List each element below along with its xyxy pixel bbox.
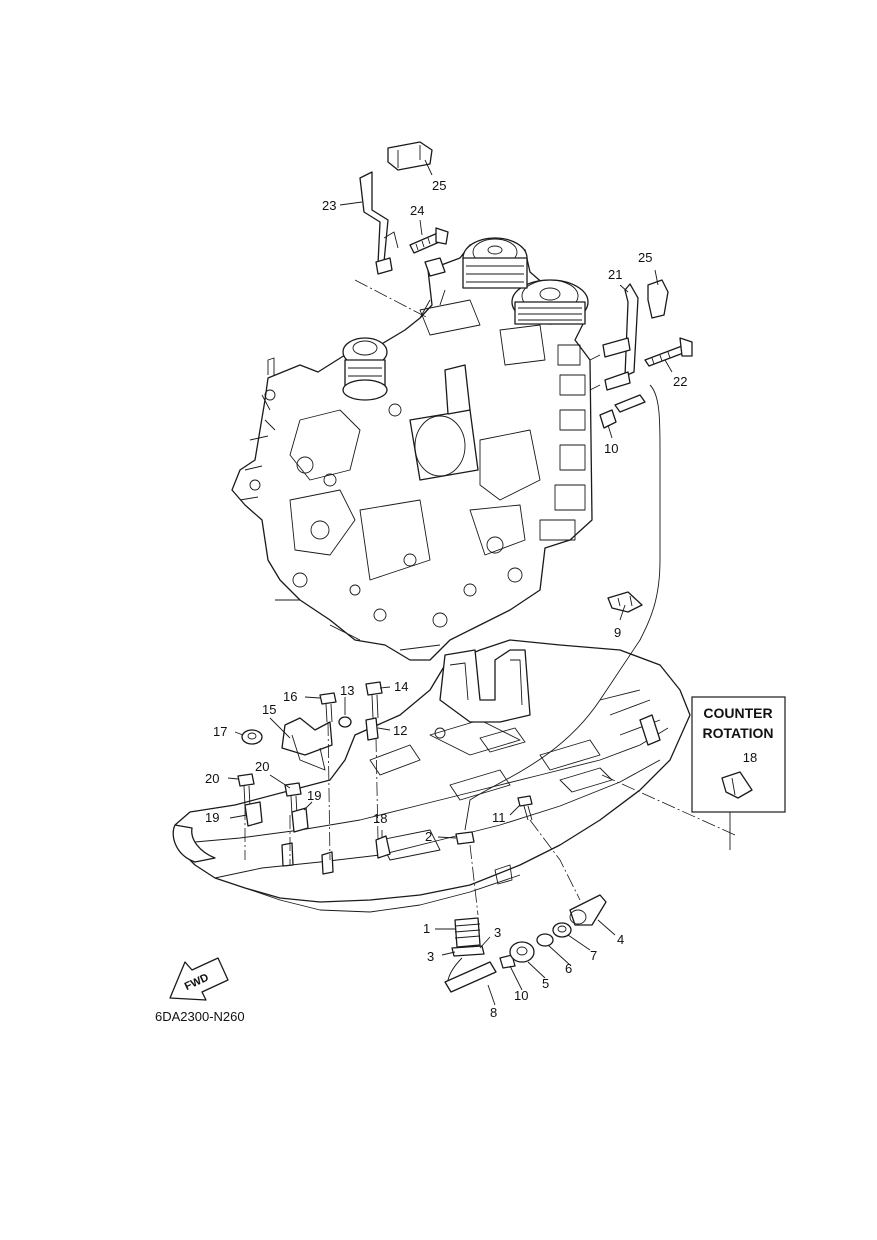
engine-block [231, 237, 593, 661]
dash-cover [529, 819, 581, 901]
callout-8: 8 [490, 1005, 497, 1020]
fwd-arrow-icon [169, 957, 229, 1001]
counter-rotation-inset: COUNTER ROTATION 18 [691, 696, 786, 813]
callout-5: 5 [542, 976, 549, 991]
inset-callout-18: 18 [743, 750, 757, 765]
callout-18: 18 [373, 811, 387, 826]
part-19-clip-b [291, 807, 309, 833]
dash-inset [601, 774, 736, 836]
part-16-bolt [319, 692, 337, 723]
callout-19-b: 19 [307, 788, 321, 803]
part-7-seal [552, 922, 572, 938]
part-2-plug [455, 831, 475, 845]
part-9-clip [607, 591, 643, 613]
part-14-bolt [365, 681, 383, 719]
part-21-bracket [602, 283, 639, 391]
callout-1: 1 [423, 921, 430, 936]
callout-22: 22 [673, 374, 687, 389]
part-15-holder [281, 717, 333, 771]
part-10-clip-upper [599, 409, 617, 429]
part-25-cap-top [387, 141, 433, 171]
fwd-arrow: FWD [169, 957, 229, 1001]
part-20-bolt-b [284, 782, 302, 816]
dash-clip-12 [375, 737, 379, 841]
dash-bracket-21 [589, 354, 601, 391]
callout-23: 23 [322, 198, 336, 213]
hose-route-line [464, 384, 661, 831]
callout-16: 16 [283, 689, 297, 704]
callout-3-right: 3 [494, 925, 501, 940]
callout-15: 15 [262, 702, 276, 717]
callout-20-b: 20 [255, 759, 269, 774]
callout-7: 7 [590, 948, 597, 963]
callout-21: 21 [608, 267, 622, 282]
part-8-hose [444, 961, 497, 993]
part-5-nut [509, 941, 535, 963]
part-10-clip-lower [499, 954, 516, 969]
callout-10-lower: 10 [514, 988, 528, 1003]
part-18-clip-inset-detail [731, 777, 736, 796]
inset-title-line1: COUNTER [703, 705, 772, 721]
callout-25-top: 25 [432, 178, 446, 193]
part-19-clip-a [244, 801, 263, 827]
part-24-bolt [409, 227, 449, 254]
part-17-grommet [241, 729, 263, 745]
callout-3-left: 3 [427, 949, 434, 964]
callout-13: 13 [340, 683, 354, 698]
hose-route-lower [447, 957, 463, 981]
callout-17: 17 [213, 724, 227, 739]
part-1-grommet [454, 917, 481, 948]
part-13-nut [338, 716, 352, 728]
callout-6: 6 [565, 961, 572, 976]
callout-10-upper: 10 [604, 441, 618, 456]
callout-14: 14 [394, 679, 408, 694]
callout-11: 11 [492, 810, 506, 825]
inset-title-line2: ROTATION [702, 725, 773, 741]
part-6-washer [536, 933, 554, 947]
part-20-bolt-a [237, 773, 255, 807]
callout-25-right: 25 [638, 250, 652, 265]
dash-grommet [469, 844, 479, 916]
part-4-cover [569, 894, 607, 926]
callout-2: 2 [425, 829, 432, 844]
part-11-screw [517, 795, 533, 821]
part-18-clip [375, 835, 391, 859]
part-12-clip [365, 717, 379, 741]
part-3-clamp [451, 945, 485, 957]
part-23-bracket [359, 171, 399, 275]
part-25-cap-right [647, 279, 669, 319]
callout-19-a: 19 [205, 810, 219, 825]
callout-9: 9 [614, 625, 621, 640]
callout-4: 4 [617, 932, 624, 947]
callout-20-a: 20 [205, 771, 219, 786]
part-18-clip-inset [721, 771, 753, 799]
dash-bracket-23 [354, 279, 429, 319]
callout-12: 12 [393, 723, 407, 738]
part-22-bolt [644, 337, 693, 367]
callouts: 23 25 24 21 25 22 10 9 16 13 14 12 15 17… [205, 178, 687, 1020]
bottom-cowling [172, 639, 691, 913]
hose-segment [614, 394, 646, 413]
diagram-code: 6DA2300-N260 [155, 1009, 245, 1024]
callout-24: 24 [410, 203, 424, 218]
